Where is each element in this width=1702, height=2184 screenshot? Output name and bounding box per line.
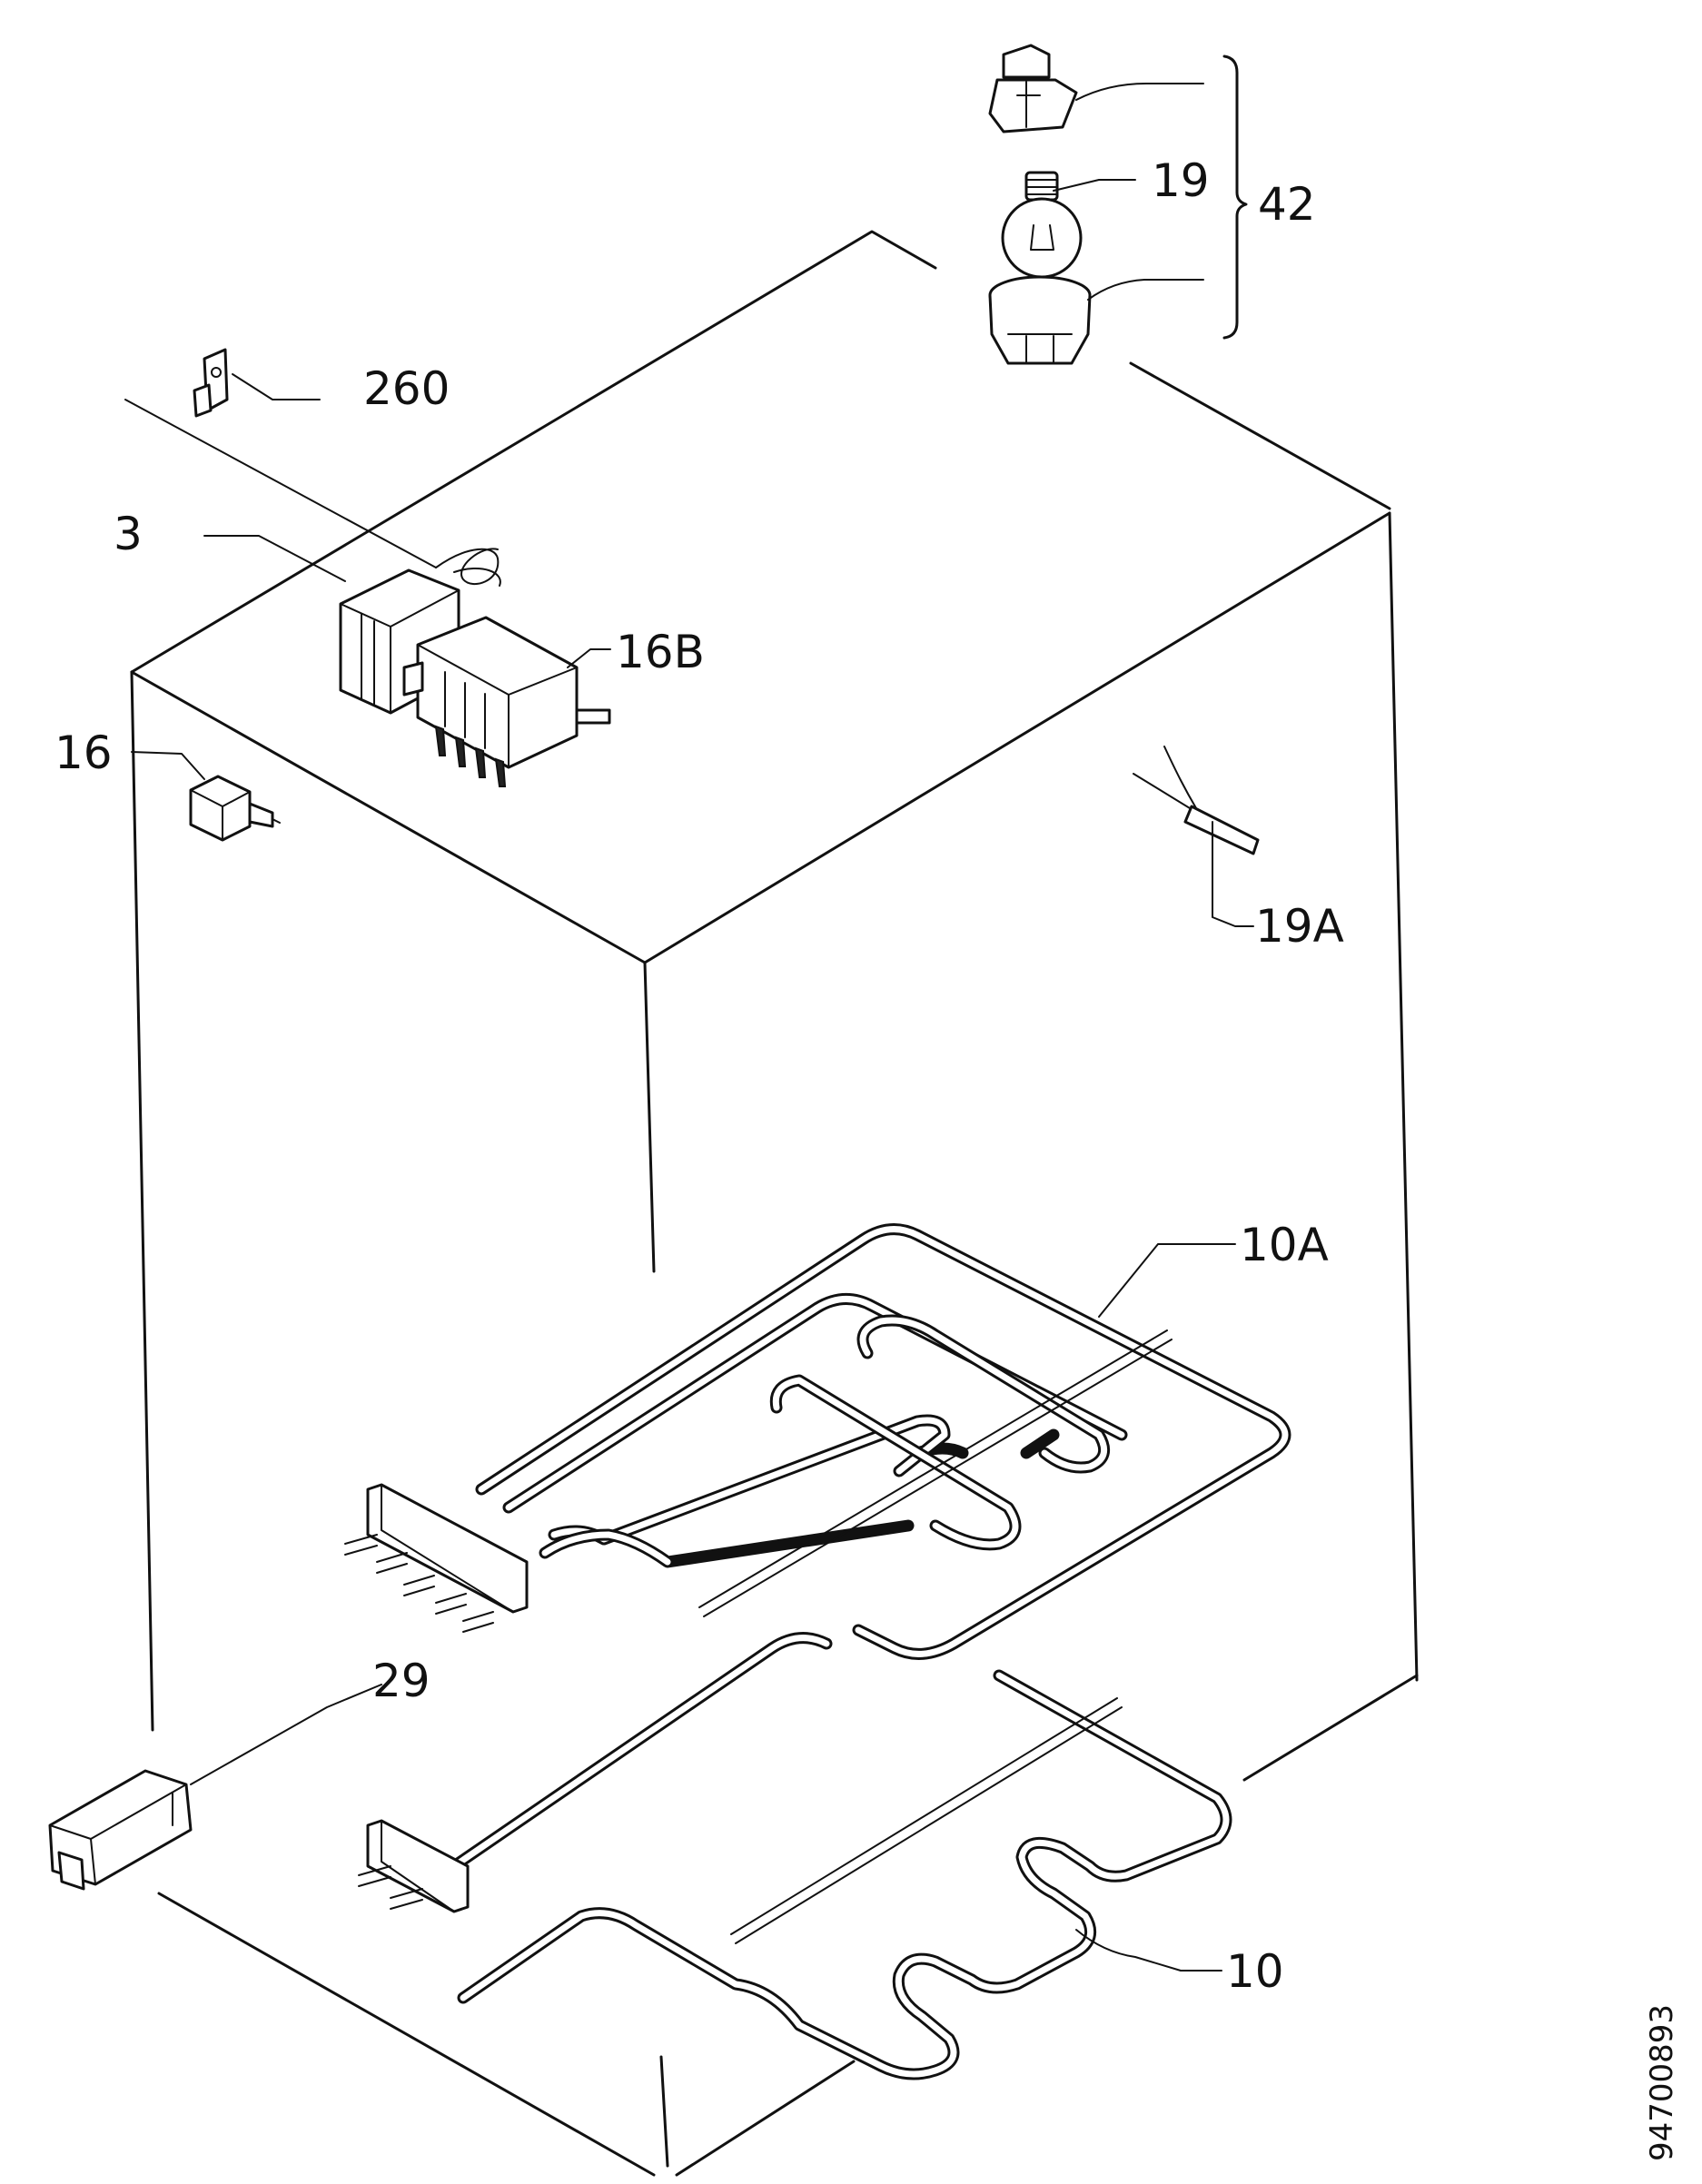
lamp-leaders <box>1053 83 1204 301</box>
label-10: 10 <box>1226 1945 1284 1998</box>
label-16B: 16B <box>616 626 705 678</box>
document-number: 94700893 <box>1644 2003 1680 2161</box>
terminal-block-part <box>48 1684 382 1891</box>
selector-switch-part <box>402 616 611 787</box>
bottom-heating-element <box>358 1632 1232 2080</box>
label-19A: 19A <box>1255 900 1344 953</box>
label-29: 29 <box>372 1655 430 1707</box>
label-260: 260 <box>363 362 450 415</box>
label-19: 19 <box>1152 154 1210 207</box>
lamp-assembly-brace <box>1222 54 1248 340</box>
lamp-cover-part <box>988 44 1078 133</box>
push-switch-part <box>131 751 281 842</box>
sensor-part <box>1133 746 1260 927</box>
lamp-holder-part <box>988 275 1092 365</box>
lamp-bulb-part <box>1001 171 1083 279</box>
label-3: 3 <box>114 508 143 560</box>
label-16: 16 <box>54 726 113 779</box>
label-10A: 10A <box>1240 1219 1329 1271</box>
oven-cavity-outline <box>130 230 1419 2177</box>
label-42: 42 <box>1258 178 1316 231</box>
top-heating-element <box>344 1223 1291 1660</box>
bracket-part <box>193 348 321 418</box>
